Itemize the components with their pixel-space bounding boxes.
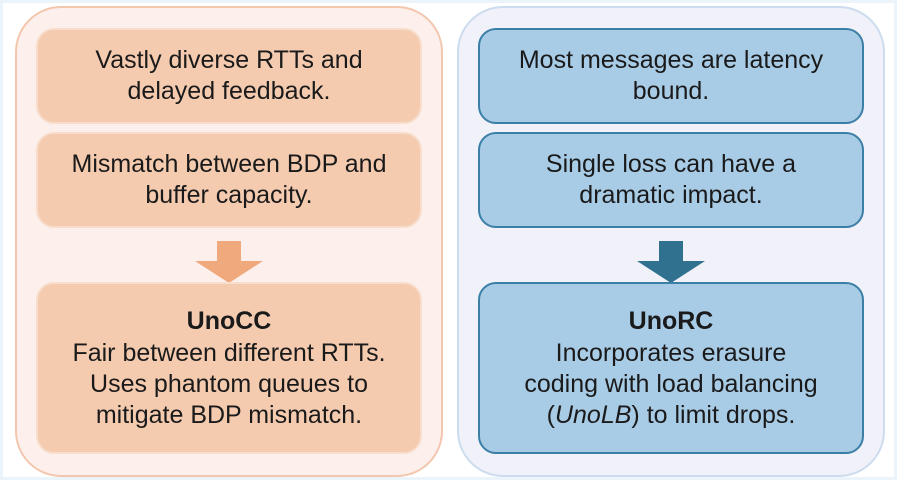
problem-box-rtts: Vastly diverse RTTs and delayed feedback… (36, 28, 422, 124)
panel-reliability-control: Most messages are latency bound. Single … (457, 6, 885, 477)
problem-box-loss: Single loss can have a dramatic impact. (478, 132, 864, 228)
solution-unorc-line-2: coding with load balancing (524, 370, 818, 398)
problem-latency-line-1: Most messages are latency (518, 46, 824, 74)
solution-unocc-line-1: Fair between different RTTs. (72, 339, 386, 367)
problem-rtts-line-2: delayed feedback. (127, 77, 331, 105)
solution-unorc-line-3-emphasis: UnoLB (554, 401, 632, 429)
problem-rtts-line-1: Vastly diverse RTTs and (95, 46, 363, 74)
solution-unorc-line-3-prefix: ( (546, 401, 555, 429)
problem-box-bdp: Mismatch between BDP and buffer capacity… (36, 132, 422, 228)
panel-congestion-control: Vastly diverse RTTs and delayed feedback… (15, 6, 443, 477)
down-arrow-icon-left (191, 241, 267, 283)
solution-unorc-title: UnoRC (628, 307, 714, 335)
solution-unorc-line-1: Incorporates erasure (555, 339, 787, 367)
problem-bdp-line-2: buffer capacity. (145, 181, 313, 209)
problem-loss-line-1: Single loss can have a (545, 150, 797, 178)
problem-bdp-line-1: Mismatch between BDP and (71, 150, 387, 178)
problem-latency-line-2: bound. (632, 77, 710, 105)
solution-box-unorc: UnoRC Incorporates erasure coding with l… (478, 282, 864, 454)
solution-unocc-title: UnoCC (186, 307, 272, 335)
solution-unocc-line-3: mitigate BDP mismatch. (95, 401, 363, 429)
solution-box-unocc: UnoCC Fair between different RTTs. Uses … (36, 282, 422, 454)
problem-box-latency: Most messages are latency bound. (478, 28, 864, 124)
problem-loss-line-2: dramatic impact. (579, 181, 763, 209)
solution-unorc-line-3-suffix: ) to limit drops. (631, 401, 796, 429)
down-arrow-icon-right (633, 241, 709, 283)
solution-unorc-line-3: (UnoLB) to limit drops. (547, 400, 796, 431)
solution-unocc-line-2: Uses phantom queues to (90, 370, 368, 398)
